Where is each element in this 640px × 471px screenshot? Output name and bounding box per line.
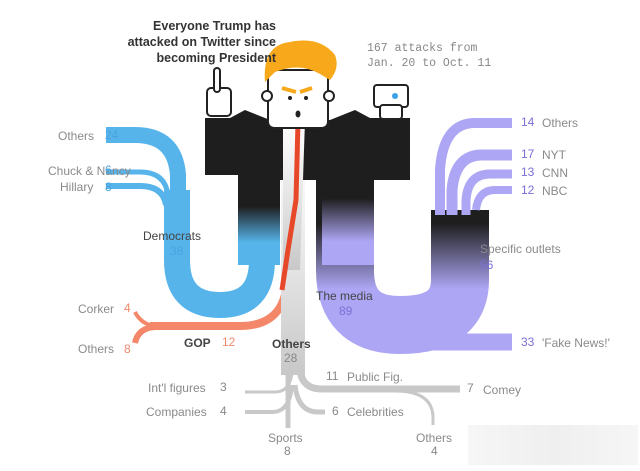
flow-others-companies (245, 384, 294, 414)
flow-public-fig-others (394, 389, 435, 425)
value-others-group: 28 (284, 351, 298, 365)
value-nbc: 12 (521, 183, 535, 197)
suit (205, 110, 410, 250)
title-line: attacked on Twitter since (127, 35, 276, 49)
hair-icon (264, 40, 337, 82)
label-outlet-others: Others (542, 116, 579, 130)
right-ear (323, 90, 335, 102)
label-nbc: NBC (542, 184, 568, 198)
label-chuck-nancy: Chuck & Nancy (48, 164, 131, 178)
value-sports: 8 (284, 444, 291, 458)
flow-media-trunk (316, 180, 489, 355)
value-nyt: 17 (521, 147, 535, 161)
label-hillary: Hillary (60, 180, 94, 194)
value-hillary: 8 (105, 180, 112, 194)
label-pubfig-others: Others (416, 431, 453, 445)
label-the-media: The media (316, 289, 373, 303)
label-specific-outlets: Specific outlets (480, 242, 561, 256)
watermark-block (468, 425, 638, 465)
value-public-fig: 11 (326, 369, 339, 383)
label-others-group: Others (272, 337, 311, 351)
tie-icon (279, 119, 301, 291)
title-line: Everyone Trump has (153, 19, 276, 33)
label-celebrities: Celebrities (347, 405, 404, 419)
flow-outlets-others (435, 118, 512, 215)
left-ear (261, 90, 273, 102)
left-brow (281, 86, 297, 94)
suit-left-fade (238, 175, 280, 265)
value-cnn: 13 (521, 165, 535, 179)
value-comey: 7 (467, 381, 474, 395)
mouth (295, 110, 301, 118)
chart-title: Everyone Trump has attacked on Twitter s… (96, 18, 276, 66)
trump-illustration (205, 40, 410, 291)
flow-democrats-trunk (164, 180, 275, 319)
label-dem-others: Others (58, 129, 95, 143)
phone-hand-icon (373, 84, 409, 120)
flow-outlets-nbc (472, 186, 512, 211)
subtitle-line: Jan. 20 to Oct. 11 (367, 57, 492, 70)
label-fake-news: 'Fake News!' (542, 336, 610, 350)
flow-gop-corker (133, 311, 151, 327)
democrats-flows (106, 127, 275, 319)
label-corker: Corker (78, 302, 115, 316)
subtitle-line: 167 attacks from (367, 42, 478, 55)
label-public-fig: Public Fig. (347, 370, 404, 384)
value-chuck-nancy: 6 (105, 163, 112, 177)
value-intl-figures: 3 (220, 380, 227, 394)
pointing-hand-icon (206, 67, 232, 117)
value-companies: 4 (220, 404, 227, 418)
value-celebrities: 6 (332, 404, 339, 418)
label-comey: Comey (483, 383, 522, 397)
label-companies: Companies (146, 405, 207, 419)
flow-democrats-others (106, 127, 186, 205)
value-pubfig-others: 4 (431, 444, 438, 458)
value-dem-others: 24 (105, 128, 119, 142)
value-democrats: 38 (170, 244, 184, 258)
label-cnn: CNN (542, 166, 568, 180)
suit-right-fade (322, 170, 374, 265)
chart-subtitle: 167 attacks from Jan. 20 to Oct. 11 (367, 41, 491, 71)
flow-others-celebrities (292, 384, 325, 415)
label-democrats: Democrats (143, 229, 202, 243)
flow-others-public-fig (296, 369, 460, 393)
value-gop: 12 (222, 335, 236, 349)
right-brow (299, 86, 313, 94)
value-specific-outlets: 56 (480, 258, 494, 272)
label-gop-others: Others (78, 342, 115, 356)
label-gop: GOP (184, 336, 211, 350)
face (267, 69, 329, 129)
label-nyt: NYT (542, 148, 566, 162)
flow-outlets-cnn (461, 169, 512, 215)
value-the-media: 89 (339, 304, 353, 318)
flow-democrats-hillary (106, 183, 169, 206)
label-sports: Sports (268, 431, 303, 445)
value-outlet-others: 14 (521, 115, 535, 129)
title-line: becoming President (156, 51, 276, 65)
value-corker: 4 (124, 301, 131, 315)
flow-outlets-nyt (446, 149, 512, 215)
value-fake-news: 33 (521, 335, 535, 349)
value-gop-others: 8 (124, 342, 131, 356)
media-flows (316, 118, 512, 355)
label-intl-figures: Int'l figures (148, 381, 206, 395)
